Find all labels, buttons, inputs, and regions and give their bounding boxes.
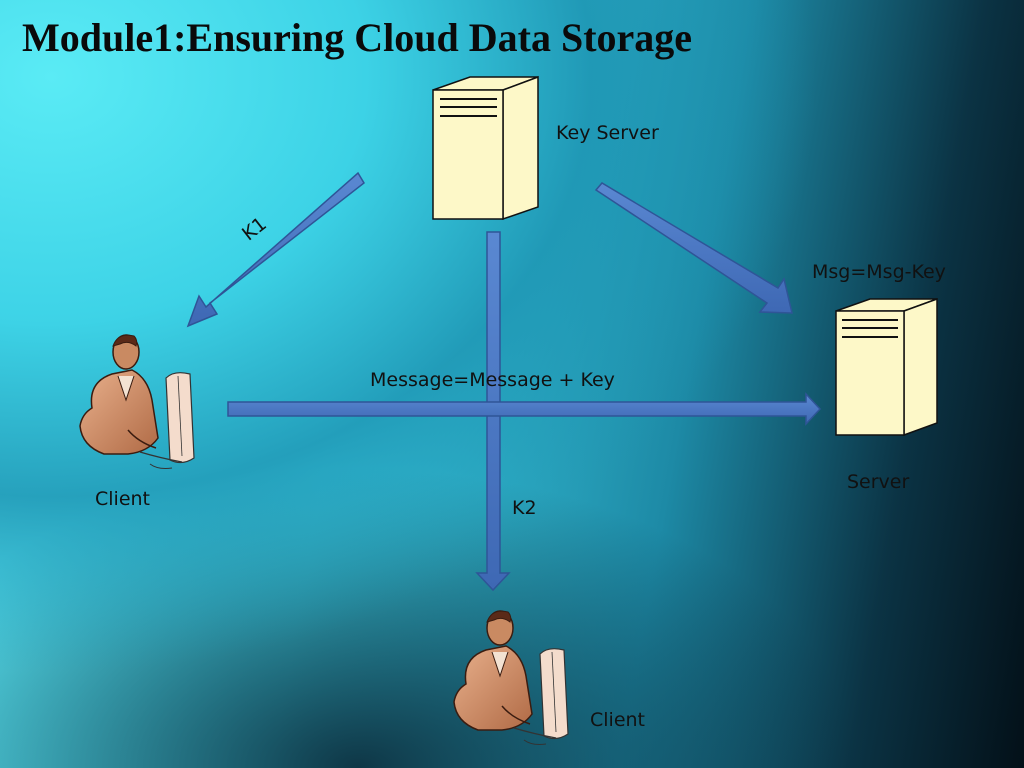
key-server-label: Key Server <box>556 122 659 144</box>
message-edge-label: Message=Message + Key <box>370 369 615 391</box>
slide-title: Module1:Ensuring Cloud Data Storage <box>22 15 693 60</box>
server-icon <box>835 297 938 437</box>
arrow-k1 <box>186 171 365 328</box>
client-left-icon <box>79 334 195 469</box>
client-left-label: Client <box>95 488 151 510</box>
key-server-icon <box>432 75 539 221</box>
arrow-keyserver-to-server <box>594 182 793 314</box>
server-label: Server <box>847 471 910 493</box>
client-bottom-label: Client <box>590 709 646 731</box>
server-msg-label: Msg=Msg-Key <box>812 261 946 283</box>
k2-edge-label: K2 <box>512 497 537 519</box>
client-bottom-icon <box>453 610 569 745</box>
arrow-message <box>227 392 822 426</box>
